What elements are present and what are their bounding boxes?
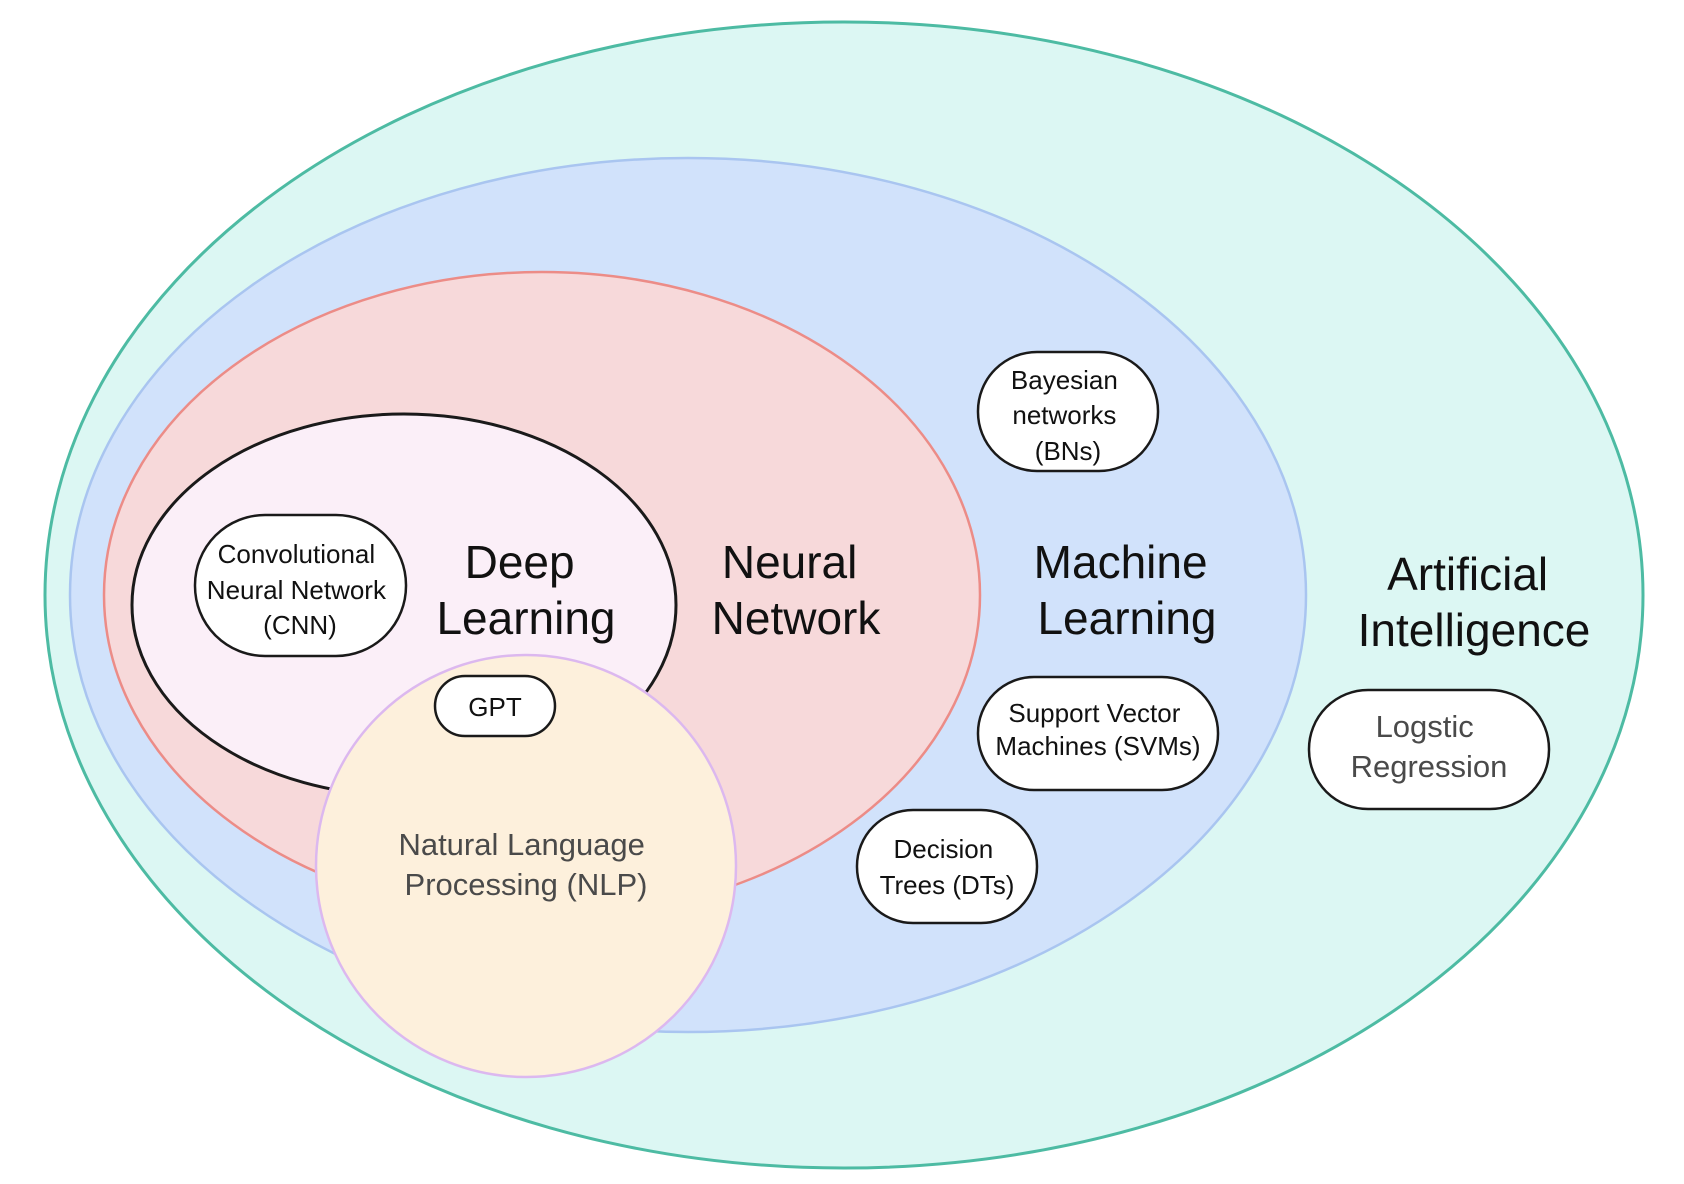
ml-label: Machine Learning: [1034, 536, 1221, 644]
logistic-node-label: Logstic Regression: [1351, 709, 1508, 784]
dts-node: Decision Trees (DTs): [855, 808, 1039, 925]
dts-node-label: Decision Trees (DTs): [880, 834, 1015, 900]
cnn-node: Convolutional Neural Network (CNN): [193, 513, 408, 658]
nlp-label: Natural Language Processing (NLP): [398, 827, 653, 902]
gpt-node-label: GPT: [468, 692, 522, 722]
svms-node: Support Vector Machines (SVMs): [976, 675, 1220, 792]
nlp-region: [314, 653, 738, 1079]
gpt-node: GPT: [433, 674, 557, 738]
bns-node-label: Bayesian networks (BNs): [1011, 365, 1125, 466]
bns-node: Bayesian networks (BNs): [976, 350, 1160, 473]
logistic-node: Logstic Regression: [1307, 688, 1551, 811]
dl-label: Deep Learning: [436, 536, 615, 644]
svms-node-label: Support Vector Machines (SVMs): [995, 698, 1200, 761]
ai-label: Artificial Intelligence: [1358, 548, 1591, 656]
nn-label: Neural Network: [712, 536, 882, 644]
cnn-node-label: Convolutional Neural Network (CNN): [207, 539, 393, 640]
